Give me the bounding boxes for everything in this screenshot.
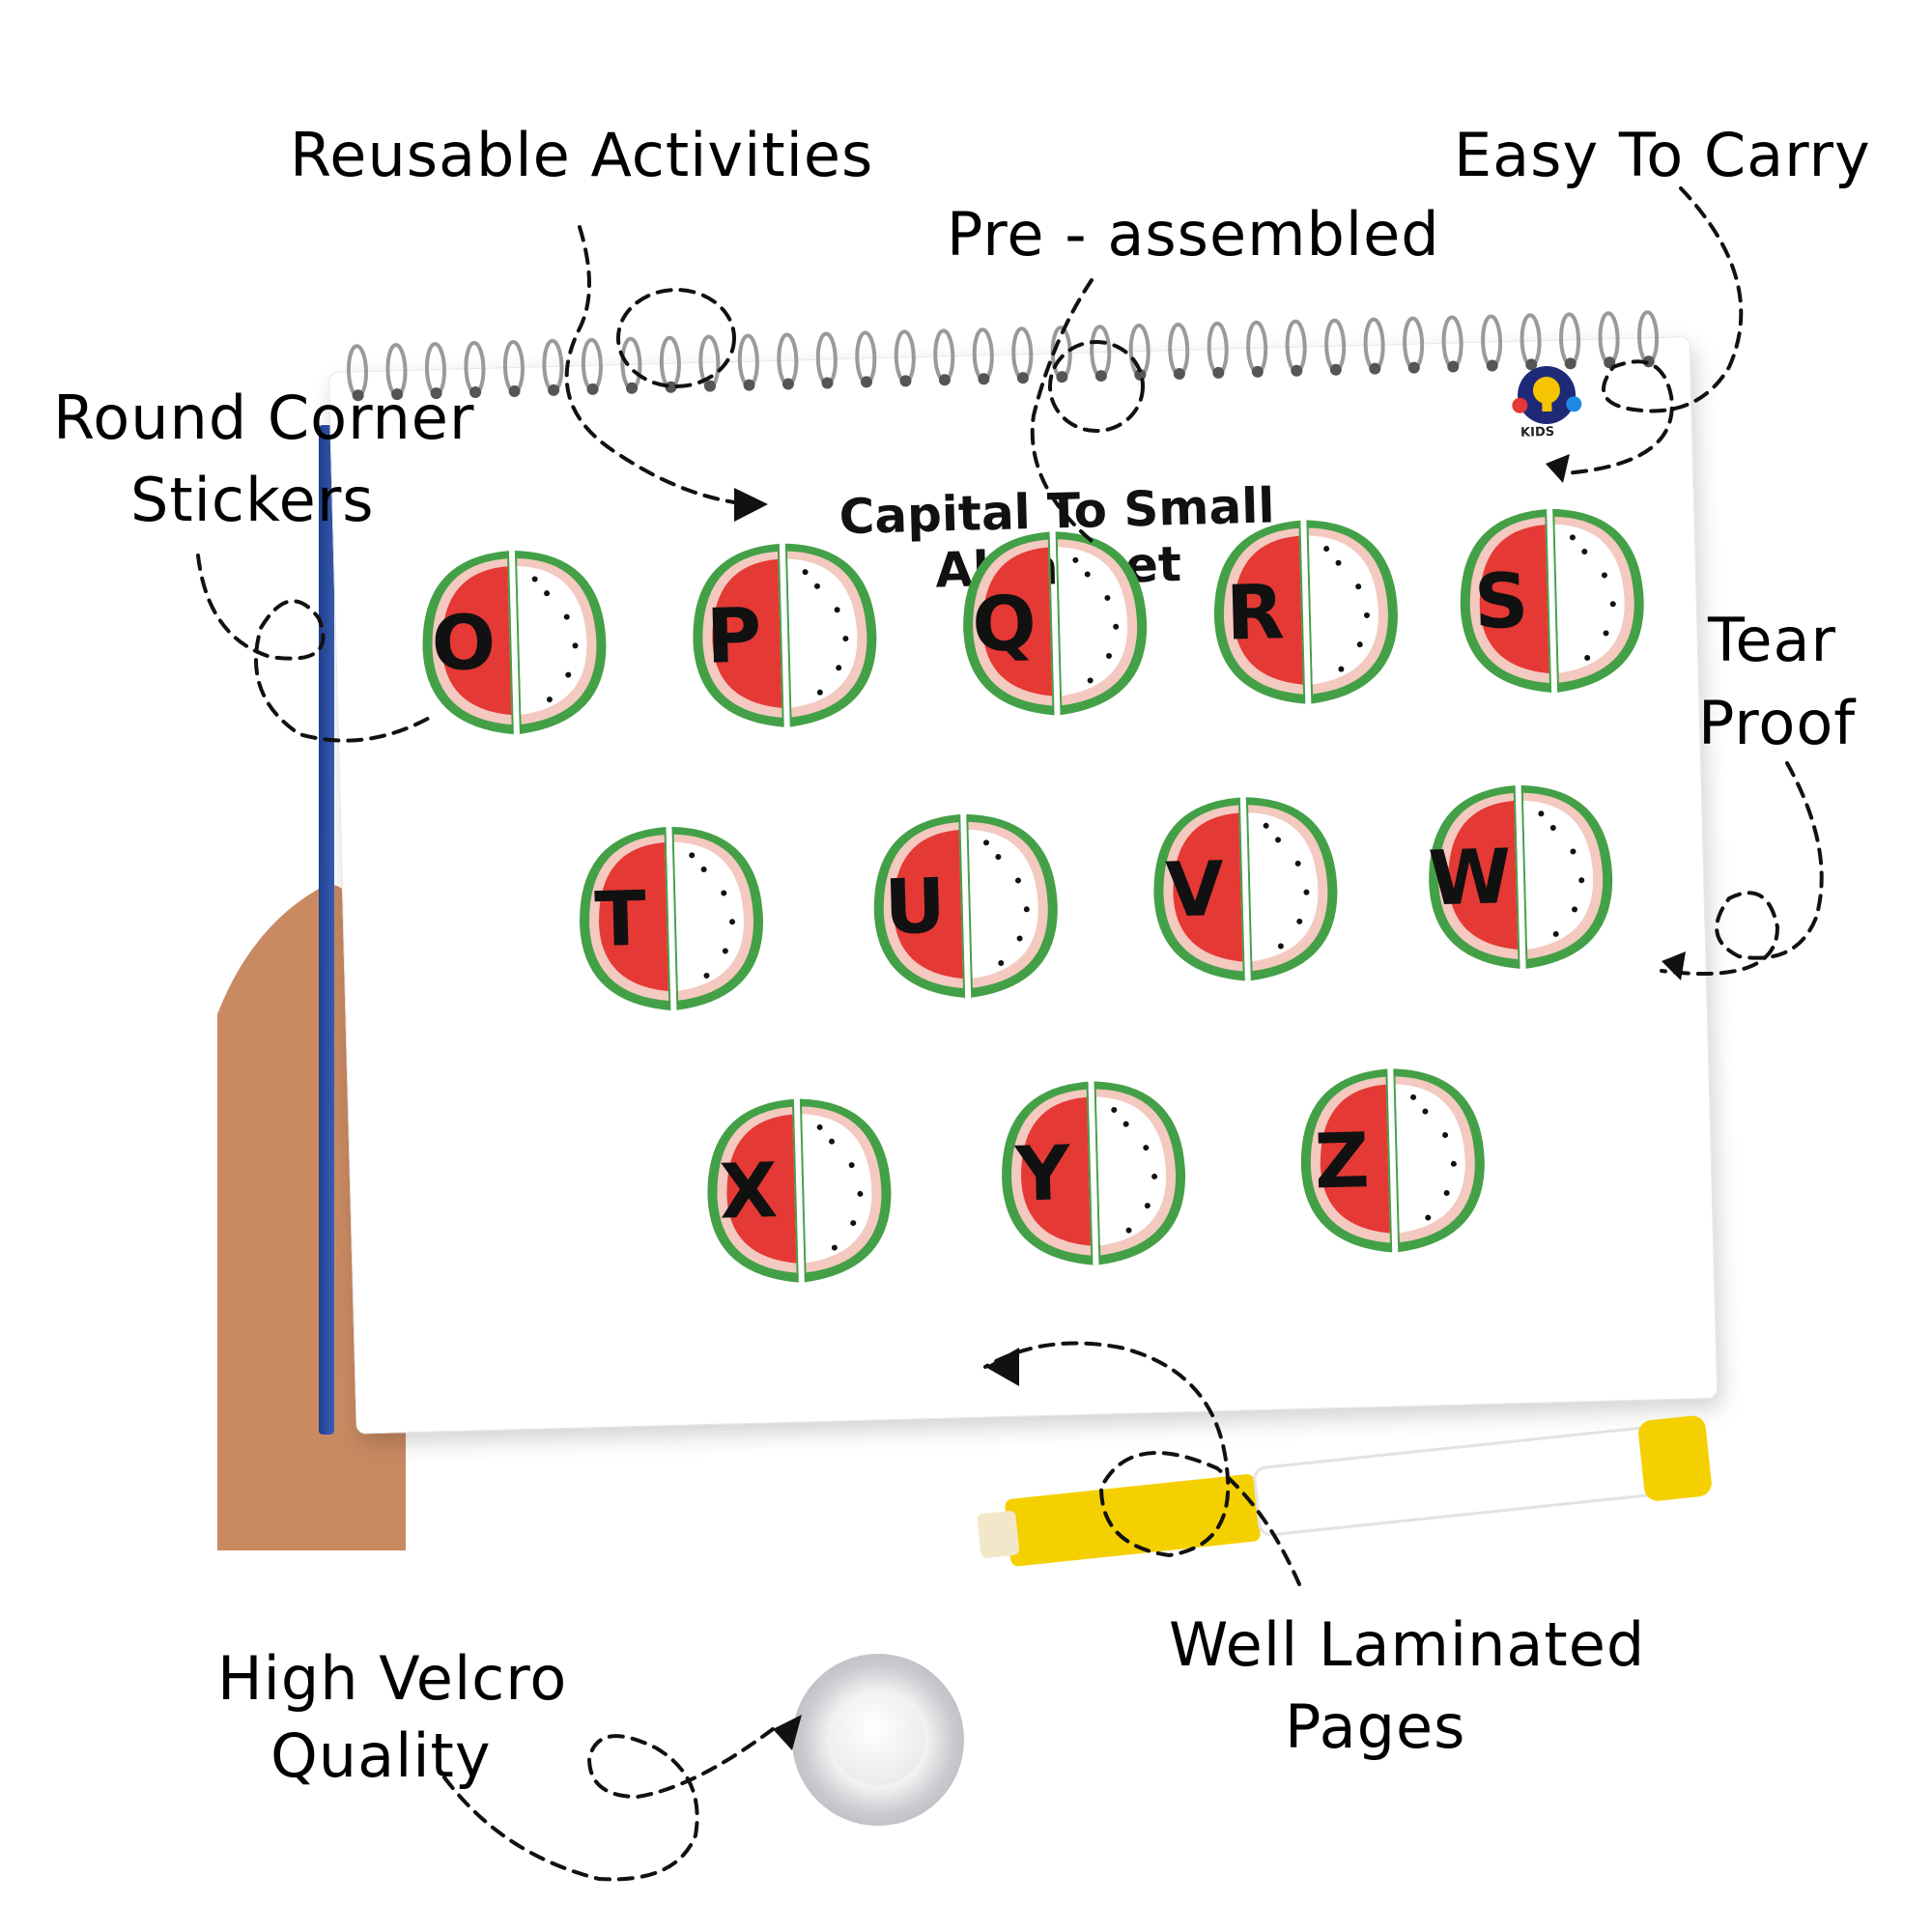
punch-hole xyxy=(626,382,639,394)
callout-stickers: Stickers xyxy=(130,465,375,535)
punch-hole xyxy=(352,389,364,402)
activity-book: Capital To Small Alphabet KIDS OPQRSTUVW… xyxy=(328,310,1719,1435)
punch-hole xyxy=(469,386,482,399)
punch-hole xyxy=(1056,371,1068,384)
watermelon-card-w: W xyxy=(1416,773,1624,980)
watermelon-icon xyxy=(580,826,764,1010)
watermelon-icon xyxy=(963,531,1148,716)
punch-hole xyxy=(1251,365,1264,378)
punch-hole xyxy=(1291,364,1303,377)
callout-tear: Tear xyxy=(1708,605,1836,675)
watermelon-card-u: U xyxy=(862,802,1069,1009)
callout-reusable-activities: Reusable Activities xyxy=(290,120,874,190)
punch-hole xyxy=(821,377,834,389)
punch-hole xyxy=(1134,369,1147,382)
punch-hole xyxy=(1329,363,1342,376)
watermelon-icon xyxy=(1002,1081,1186,1265)
callout-proof: Proof xyxy=(1698,688,1857,758)
punch-hole xyxy=(938,374,951,386)
punch-hole xyxy=(1486,359,1498,372)
punch-hole xyxy=(743,379,755,391)
watermelon-icon xyxy=(707,1098,892,1283)
watermelon-card-o: O xyxy=(411,538,618,746)
watermelon-card-q: Q xyxy=(951,520,1158,727)
watermelon-icon xyxy=(1429,784,1613,969)
punch-hole xyxy=(1525,358,1538,371)
watermelon-card-y: Y xyxy=(989,1069,1197,1277)
callout-pages: Pages xyxy=(1285,1691,1466,1762)
punch-hole xyxy=(1447,360,1460,373)
punch-hole xyxy=(1369,362,1381,375)
callout-easy-to-carry: Easy To Carry xyxy=(1454,120,1871,190)
watermelon-card-s: S xyxy=(1448,497,1656,704)
book-spine-edge xyxy=(319,425,334,1435)
watermelon-icon xyxy=(1153,797,1338,981)
bright-side-kids-logo xyxy=(1512,365,1582,424)
punch-hole xyxy=(704,380,717,392)
watermelon-icon xyxy=(873,813,1058,998)
punch-hole xyxy=(860,376,872,388)
watermelon-icon xyxy=(1300,1068,1485,1253)
punch-hole xyxy=(508,384,521,397)
punch-hole xyxy=(391,388,404,401)
watermelon-card-z: Z xyxy=(1289,1057,1496,1264)
watermelon-icon xyxy=(693,543,877,727)
callout-quality: Quality xyxy=(270,1720,492,1791)
punch-hole xyxy=(1407,361,1420,374)
punch-hole xyxy=(548,384,560,396)
watermelon-card-r: R xyxy=(1202,508,1409,716)
callout-pre-assembled: Pre - assembled xyxy=(947,199,1440,270)
punch-hole xyxy=(1094,370,1107,383)
watermelon-icon xyxy=(1460,508,1644,693)
watermelon-card-p: P xyxy=(681,531,889,739)
punch-hole xyxy=(1564,357,1577,370)
spiral-binding xyxy=(346,310,1660,402)
velcro-fibers xyxy=(831,1690,925,1785)
punch-hole xyxy=(430,387,442,400)
callout-well-laminated: Well Laminated xyxy=(1169,1609,1646,1680)
punch-hole xyxy=(1173,367,1185,380)
punch-hole xyxy=(978,373,990,385)
callout-round-corner: Round Corner xyxy=(53,383,475,453)
punch-hole xyxy=(1212,366,1225,379)
watermelon-card-t: T xyxy=(567,814,775,1022)
watermelon-icon xyxy=(1214,520,1398,704)
callout-high-velcro: High Velcro xyxy=(217,1643,568,1714)
watermelon-icon xyxy=(422,551,607,735)
velcro-dot-image xyxy=(792,1654,964,1826)
watermelon-card-v: V xyxy=(1142,785,1350,993)
watermelon-card-x: X xyxy=(696,1087,903,1294)
punch-hole xyxy=(1016,372,1029,384)
punch-hole xyxy=(899,375,912,387)
punch-hole xyxy=(781,378,794,390)
punch-hole xyxy=(586,383,599,395)
